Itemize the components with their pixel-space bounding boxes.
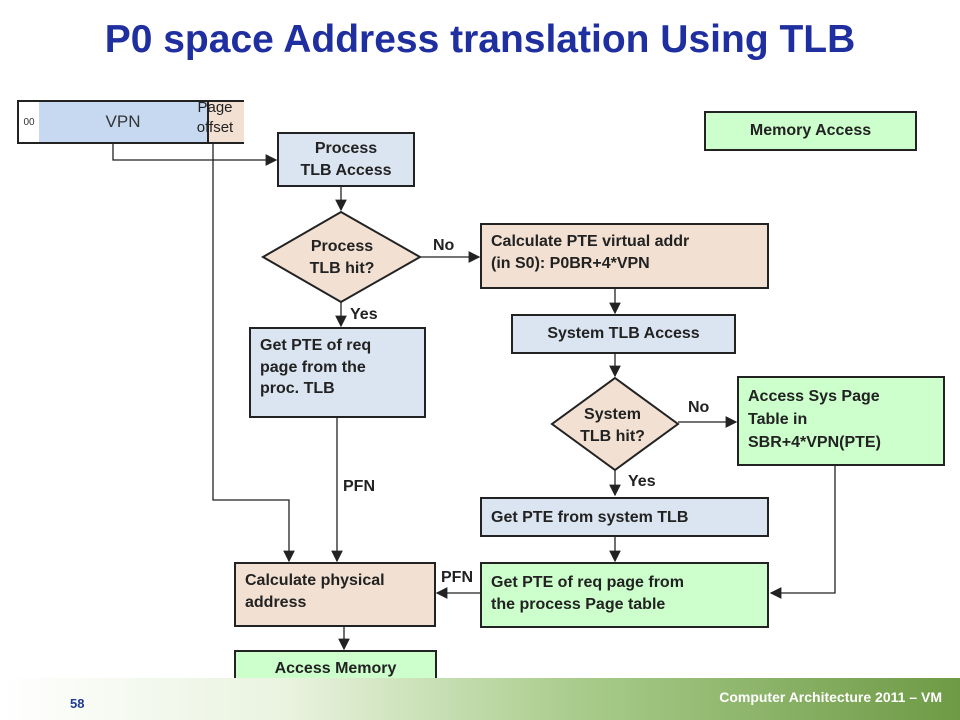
- footer-bar: [0, 678, 960, 720]
- page-offset-field: [207, 102, 244, 142]
- course-footer: Computer Architecture 2011 – VM: [719, 689, 942, 705]
- page-offset-label: Page offset: [196, 99, 234, 136]
- offset-to-physical-line: [212, 144, 295, 563]
- yes-label-2: Yes: [628, 473, 656, 490]
- get-pte-proc-tlb-box: Get PTE of req page from the proc. TLB: [249, 327, 426, 418]
- no-label-2: No: [688, 399, 710, 416]
- system-tlb-access-box: System TLB Access: [511, 314, 736, 354]
- access-sys-page-table-box: Access Sys Page Table in SBR+4*VPN(PTE): [737, 376, 945, 466]
- process-tlb-access-box: Process TLB Access: [277, 132, 415, 187]
- page-number: 58: [70, 696, 85, 711]
- process-tlb-hit-diamond: [260, 210, 423, 304]
- get-pte-system-tlb-box: Get PTE from system TLB: [480, 497, 769, 537]
- pfn-label-1: PFN: [343, 478, 375, 495]
- virtual-address-bar: 00 VPN: [17, 100, 244, 144]
- vpn-to-tlb-access-line: [112, 144, 278, 166]
- get-pte-process-page-table-box: Get PTE of req page from the process Pag…: [480, 562, 769, 628]
- pfn-label-2: PFN: [441, 569, 473, 586]
- system-tlb-hit-label: System TLB hit?: [580, 406, 645, 445]
- process-tlb-hit-label: Process TLB hit?: [309, 238, 375, 277]
- yes-label-1: Yes: [350, 306, 378, 323]
- calc-pte-vaddr-box: Calculate PTE virtual addr (in S0): P0BR…: [480, 223, 769, 289]
- calc-physical-address-box: Calculate physical address: [234, 562, 436, 627]
- page-title: P0 space Address translation Using TLB: [104, 18, 856, 61]
- memory-access-legend: Memory Access: [704, 111, 917, 151]
- sys-page-table-to-proc-pt-line: [769, 466, 836, 599]
- access-memory-box: Access Memory: [234, 650, 437, 688]
- system-tlb-hit-diamond: [550, 376, 680, 472]
- no-label-1: No: [433, 237, 455, 254]
- vpn-field: VPN: [39, 102, 207, 142]
